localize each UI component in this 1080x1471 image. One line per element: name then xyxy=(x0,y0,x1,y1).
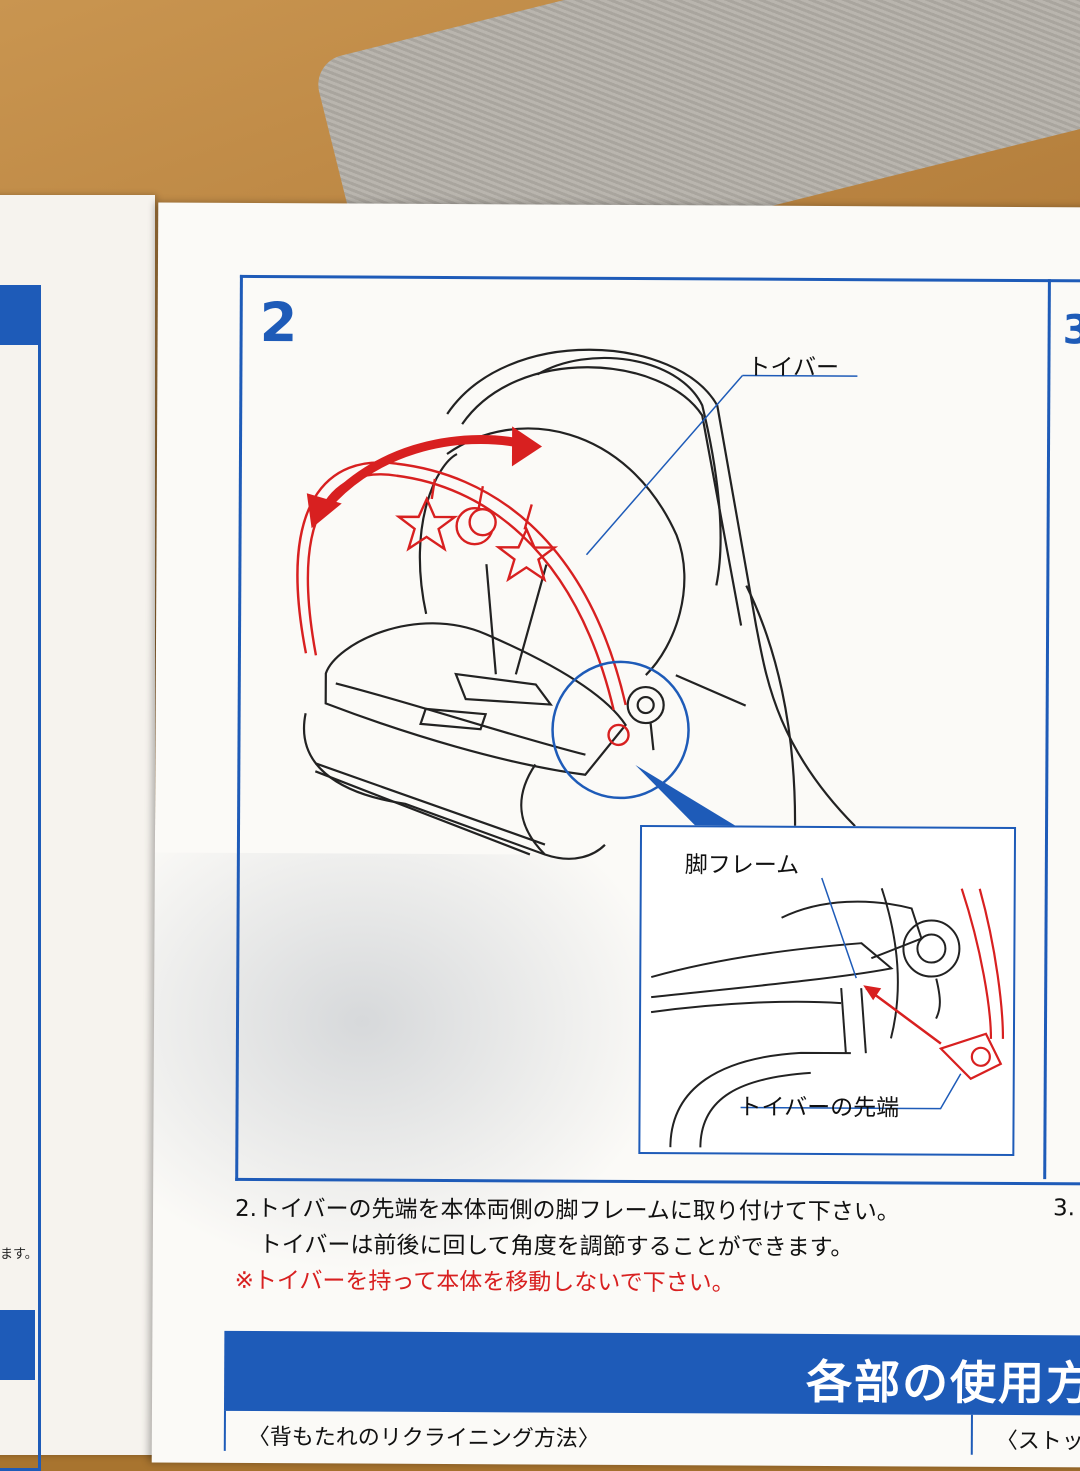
left-panel-border xyxy=(0,285,41,1471)
toy-bar-label: トイバー xyxy=(747,354,840,382)
section-subheader-row: 〈背もたれのリクライニング方法〉 〈ストッ xyxy=(223,1410,1080,1456)
step-caption: 2.トイバーの先端を本体両側の脚フレームに取り付けて下さい。 トイバーは前後に回… xyxy=(235,1191,900,1302)
caption-line-2: トイバーは前後に回して角度を調節することができます。 xyxy=(258,1232,854,1262)
section-header: 各部の使用方 xyxy=(223,1330,1080,1416)
left-page-text: ます。 xyxy=(0,1247,38,1262)
section-title: 各部の使用方 xyxy=(805,1354,1080,1411)
left-page: ます。 xyxy=(0,195,155,1471)
detail-illustration xyxy=(650,877,1005,1148)
detail-inset xyxy=(638,825,1017,1156)
subheader-stopper: 〈ストッ xyxy=(995,1428,1080,1455)
caption-line-1: 2.トイバーの先端を本体両側の脚フレームに取り付けて下さい。 xyxy=(234,1195,900,1226)
subheader-recline: 〈背もたれのリクライニング方法〉 xyxy=(247,1424,600,1452)
manual-page: 3 2 xyxy=(151,202,1080,1468)
left-section-bar xyxy=(0,1310,35,1380)
left-panel-header xyxy=(0,285,40,345)
subheader-divider xyxy=(970,1414,973,1455)
leg-frame-label: 脚フレーム xyxy=(684,852,800,879)
toy-bar-tip-label: トイバーの先端 xyxy=(738,1094,900,1122)
next-step-caption: 3. xyxy=(1052,1195,1076,1222)
bouncer-illustration xyxy=(296,348,858,860)
caption-warning: ※トイバーを持って本体を移動しないで下さい。 xyxy=(234,1267,735,1297)
